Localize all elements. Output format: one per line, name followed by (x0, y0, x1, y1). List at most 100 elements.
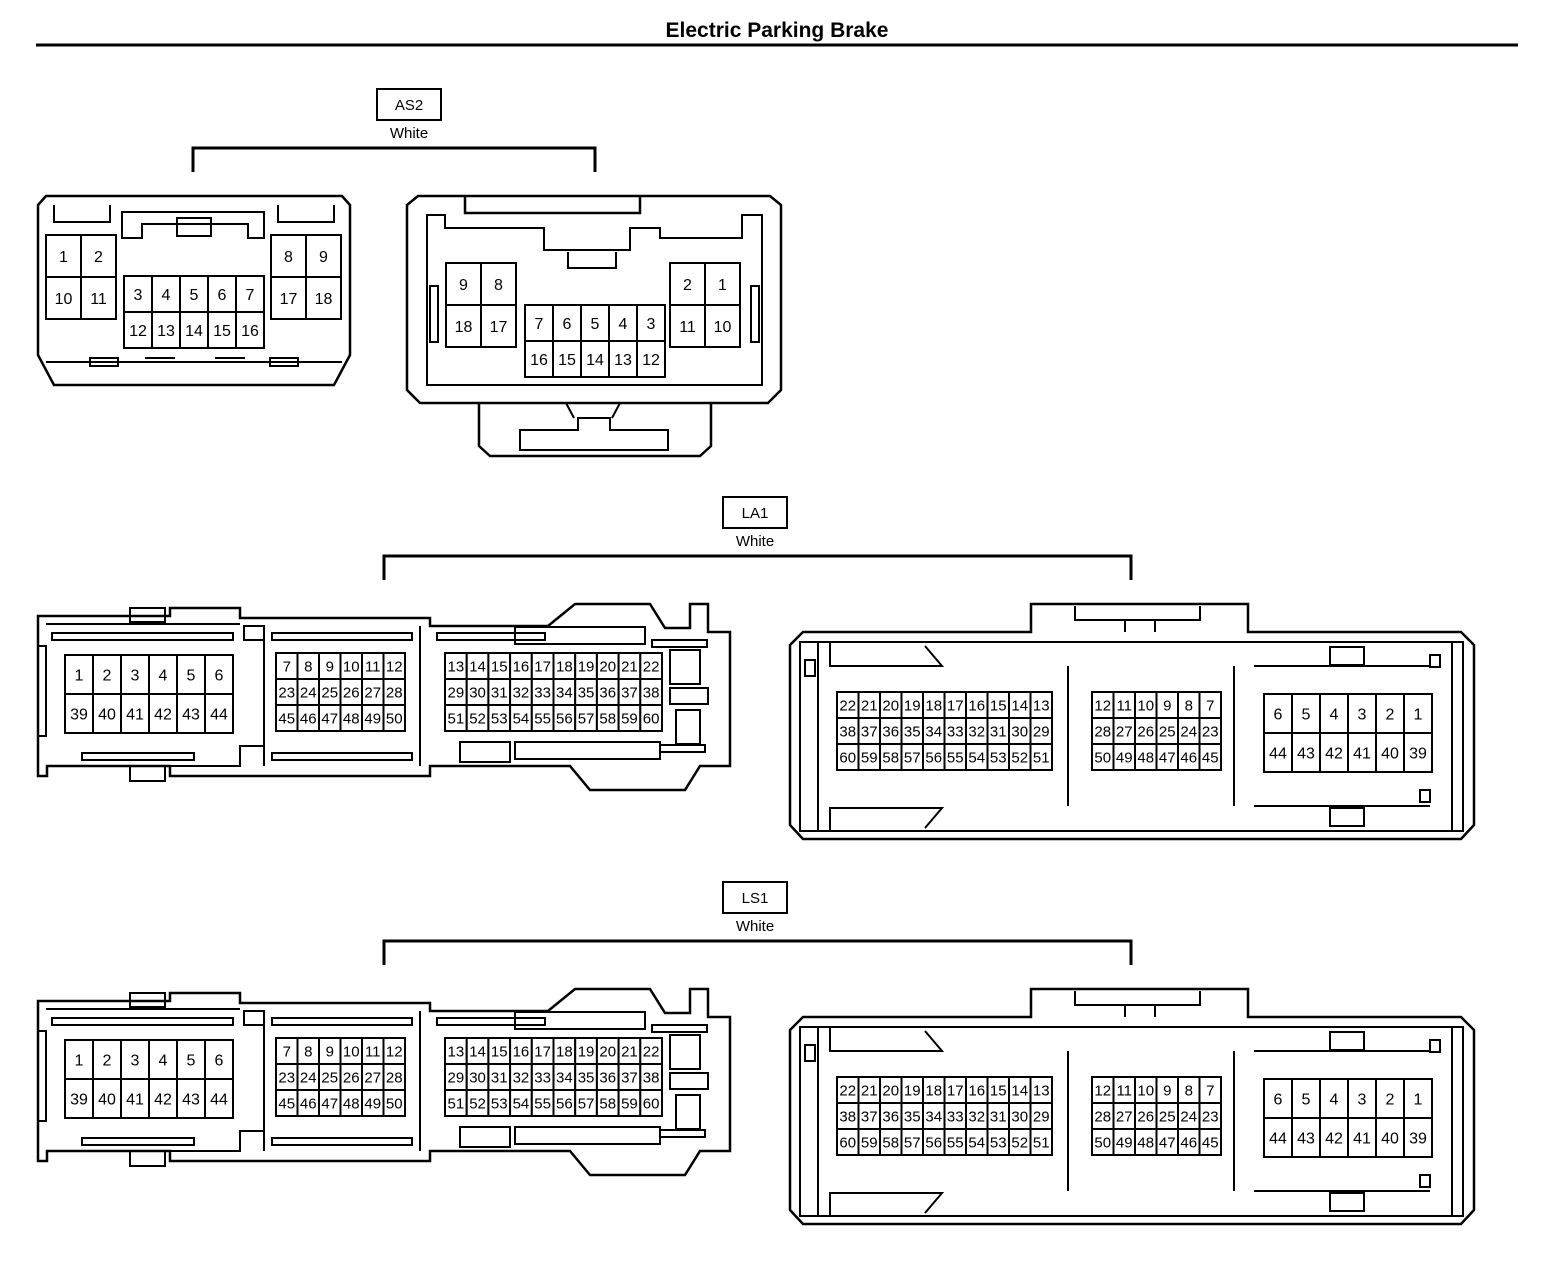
pin-number: 20 (882, 1082, 899, 1099)
pin-number: 26 (1137, 723, 1154, 740)
pin-number: 20 (882, 697, 899, 714)
pin-number: 4 (159, 1052, 168, 1069)
pin-number: 45 (1202, 1134, 1219, 1151)
pin-cell (176, 1078, 206, 1119)
pin-cell (552, 340, 582, 378)
pin-number: 57 (904, 1134, 921, 1151)
pin-number: 36 (882, 1108, 899, 1125)
pin-number: 47 (1159, 749, 1176, 766)
pin-number: 3 (134, 287, 143, 304)
pin-number: 47 (321, 1095, 338, 1112)
pin-cell (1291, 732, 1321, 773)
ls1-code-label: LS1 (742, 890, 769, 907)
pin-number: 10 (343, 658, 360, 675)
pin-number: 60 (643, 1095, 660, 1112)
pin-number: 43 (182, 706, 200, 723)
pin-number: 9 (1163, 697, 1171, 714)
pin-number: 25 (1159, 1108, 1176, 1125)
pin-number: 46 (300, 1095, 317, 1112)
pin-number: 4 (1330, 706, 1339, 723)
pin-number: 54 (968, 749, 985, 766)
pin-number: 35 (904, 1108, 921, 1125)
pin-number: 18 (925, 1082, 942, 1099)
pin-number: 31 (491, 684, 508, 701)
pin-cell (120, 693, 150, 734)
pin-number: 44 (210, 1091, 228, 1108)
la1-left-connector (36, 602, 732, 792)
pin-number: 32 (513, 684, 530, 701)
pin-number: 2 (103, 1052, 112, 1069)
pin-number: 33 (534, 684, 551, 701)
pin-number: 25 (1159, 723, 1176, 740)
pin-number: 46 (300, 710, 317, 727)
pin-cell (92, 1078, 122, 1119)
pin-number: 4 (1330, 1091, 1339, 1108)
pin-number: 23 (1202, 723, 1219, 740)
pin-number: 48 (1137, 749, 1154, 766)
pin-number: 6 (215, 1052, 224, 1069)
ls1-color-label: White (736, 918, 774, 935)
pin-number: 43 (1297, 745, 1315, 762)
pin-number: 9 (319, 249, 328, 266)
pin-number: 17 (947, 697, 964, 714)
pin-cell (92, 693, 122, 734)
pin-cell (120, 1039, 150, 1080)
page-title: Electric Parking Brake (666, 19, 889, 42)
pin-cell (1375, 1117, 1405, 1158)
pin-number: 27 (1116, 723, 1133, 740)
pin-number: 13 (614, 352, 632, 369)
pin-number: 33 (534, 1069, 551, 1086)
pin-cell (148, 654, 178, 695)
pin-cell (270, 276, 307, 320)
pin-number: 2 (94, 249, 103, 266)
as2-bracket (191, 146, 597, 172)
pin-cell (639, 1089, 663, 1117)
pin-number: 23 (278, 684, 295, 701)
pin-number: 10 (1137, 697, 1154, 714)
pin-number: 33 (947, 723, 964, 740)
pin-number: 50 (1094, 749, 1111, 766)
pin-number: 40 (1381, 1130, 1399, 1147)
pin-number: 55 (534, 710, 551, 727)
pin-number: 29 (448, 684, 465, 701)
pin-number: 18 (315, 291, 333, 308)
pin-number: 57 (578, 710, 595, 727)
pin-number: 21 (861, 697, 878, 714)
pin-number: 5 (591, 316, 600, 333)
pin-number: 8 (1185, 697, 1193, 714)
la1-code-box (722, 496, 788, 529)
pin-cell (1198, 1128, 1222, 1156)
pin-number: 29 (448, 1069, 465, 1086)
pin-number: 39 (1409, 745, 1427, 762)
pin-number: 49 (364, 710, 381, 727)
pin-number: 42 (154, 706, 172, 723)
pin-cell (1403, 1078, 1433, 1119)
pin-number: 53 (990, 1134, 1007, 1151)
pin-number: 17 (490, 319, 508, 336)
pin-number: 51 (448, 1095, 465, 1112)
pin-number: 39 (1409, 1130, 1427, 1147)
pin-cell (305, 276, 342, 320)
pin-number: 11 (1116, 697, 1132, 714)
pin-number: 29 (1033, 723, 1050, 740)
pin-cell (1347, 693, 1377, 734)
pin-cell (179, 311, 209, 349)
pin-number: 16 (968, 697, 985, 714)
as2-code-box (376, 88, 442, 121)
pin-cell (1198, 743, 1222, 771)
pin-number: 15 (558, 352, 576, 369)
pin-number: 13 (157, 323, 175, 340)
pin-number: 58 (882, 1134, 899, 1151)
pin-number: 15 (990, 697, 1007, 714)
pin-cell (480, 304, 517, 348)
pin-number: 52 (469, 1095, 486, 1112)
pin-number: 14 (1011, 1082, 1028, 1099)
pin-number: 14 (1011, 697, 1028, 714)
pin-cell (1319, 1117, 1349, 1158)
